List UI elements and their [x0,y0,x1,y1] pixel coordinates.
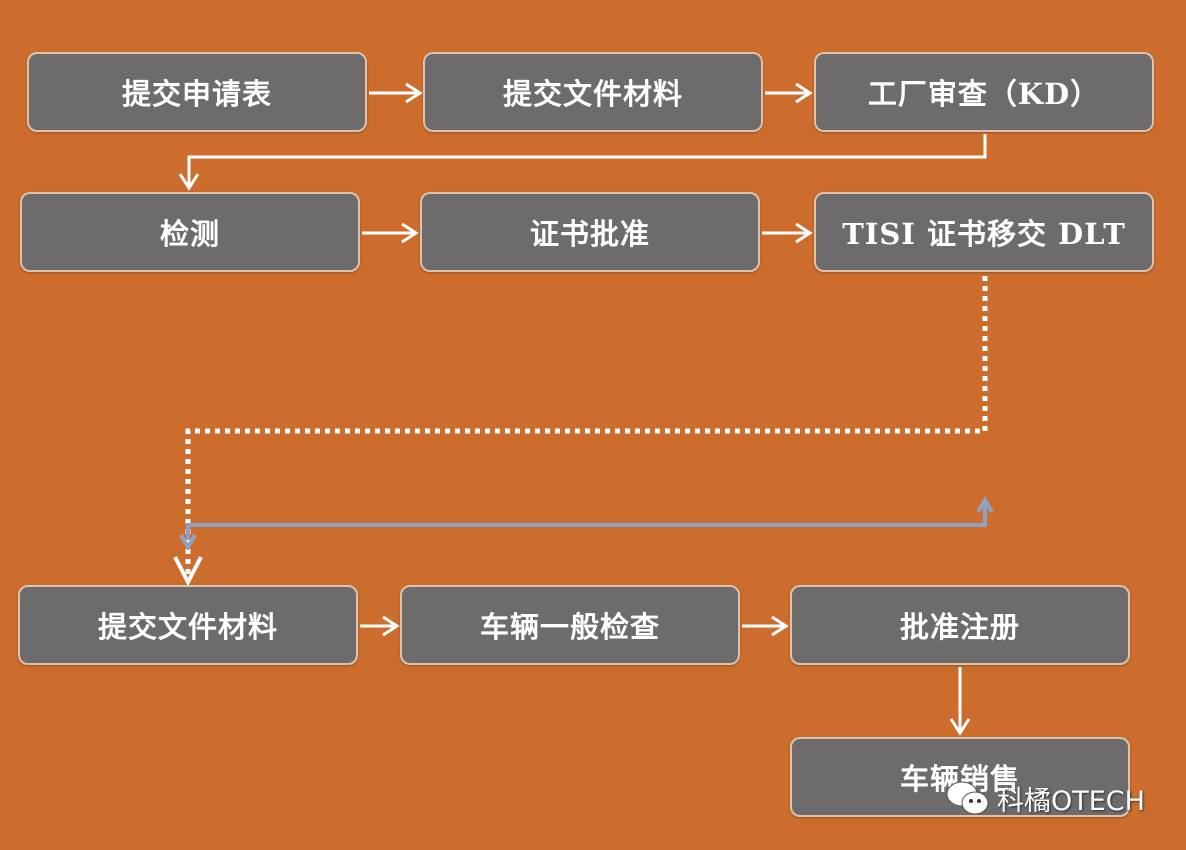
watermark-text: 科橘OTECH [997,785,1145,817]
arrow-s1-s2 [369,82,423,104]
step-tisi-transfer: TISI 证书移交 DLT [814,192,1154,272]
arrow-s9-s10 [949,667,971,736]
step-submit-documents-2: 提交文件材料 [18,585,358,665]
step-submit-application: 提交申请表 [27,52,367,132]
arrow-s3-s4 [178,134,987,191]
arrow-s6-s7-dotted [185,276,988,575]
step-vehicle-sales: 车辆销售 [790,737,1130,817]
step-submit-documents: 提交文件材料 [423,52,763,132]
step-factory-audit: 工厂审查（KD） [814,52,1154,132]
arrow-s7-s8 [360,615,400,637]
blue-connector [179,496,994,551]
watermark: 科橘OTECH [945,778,1145,818]
arrow-s5-s6 [762,222,813,244]
step-certificate-approval: 证书批准 [420,192,760,272]
step-approve-registration: 批准注册 [790,585,1130,665]
arrow-s8-s9 [742,615,789,637]
wechat-icon [946,781,989,815]
arrow-s2-s3 [765,82,813,104]
arrow-s4-s5 [362,222,419,244]
arrowhead-s7 [173,556,203,587]
step-vehicle-inspection: 车辆一般检查 [400,585,740,665]
step-testing: 检测 [20,192,360,272]
